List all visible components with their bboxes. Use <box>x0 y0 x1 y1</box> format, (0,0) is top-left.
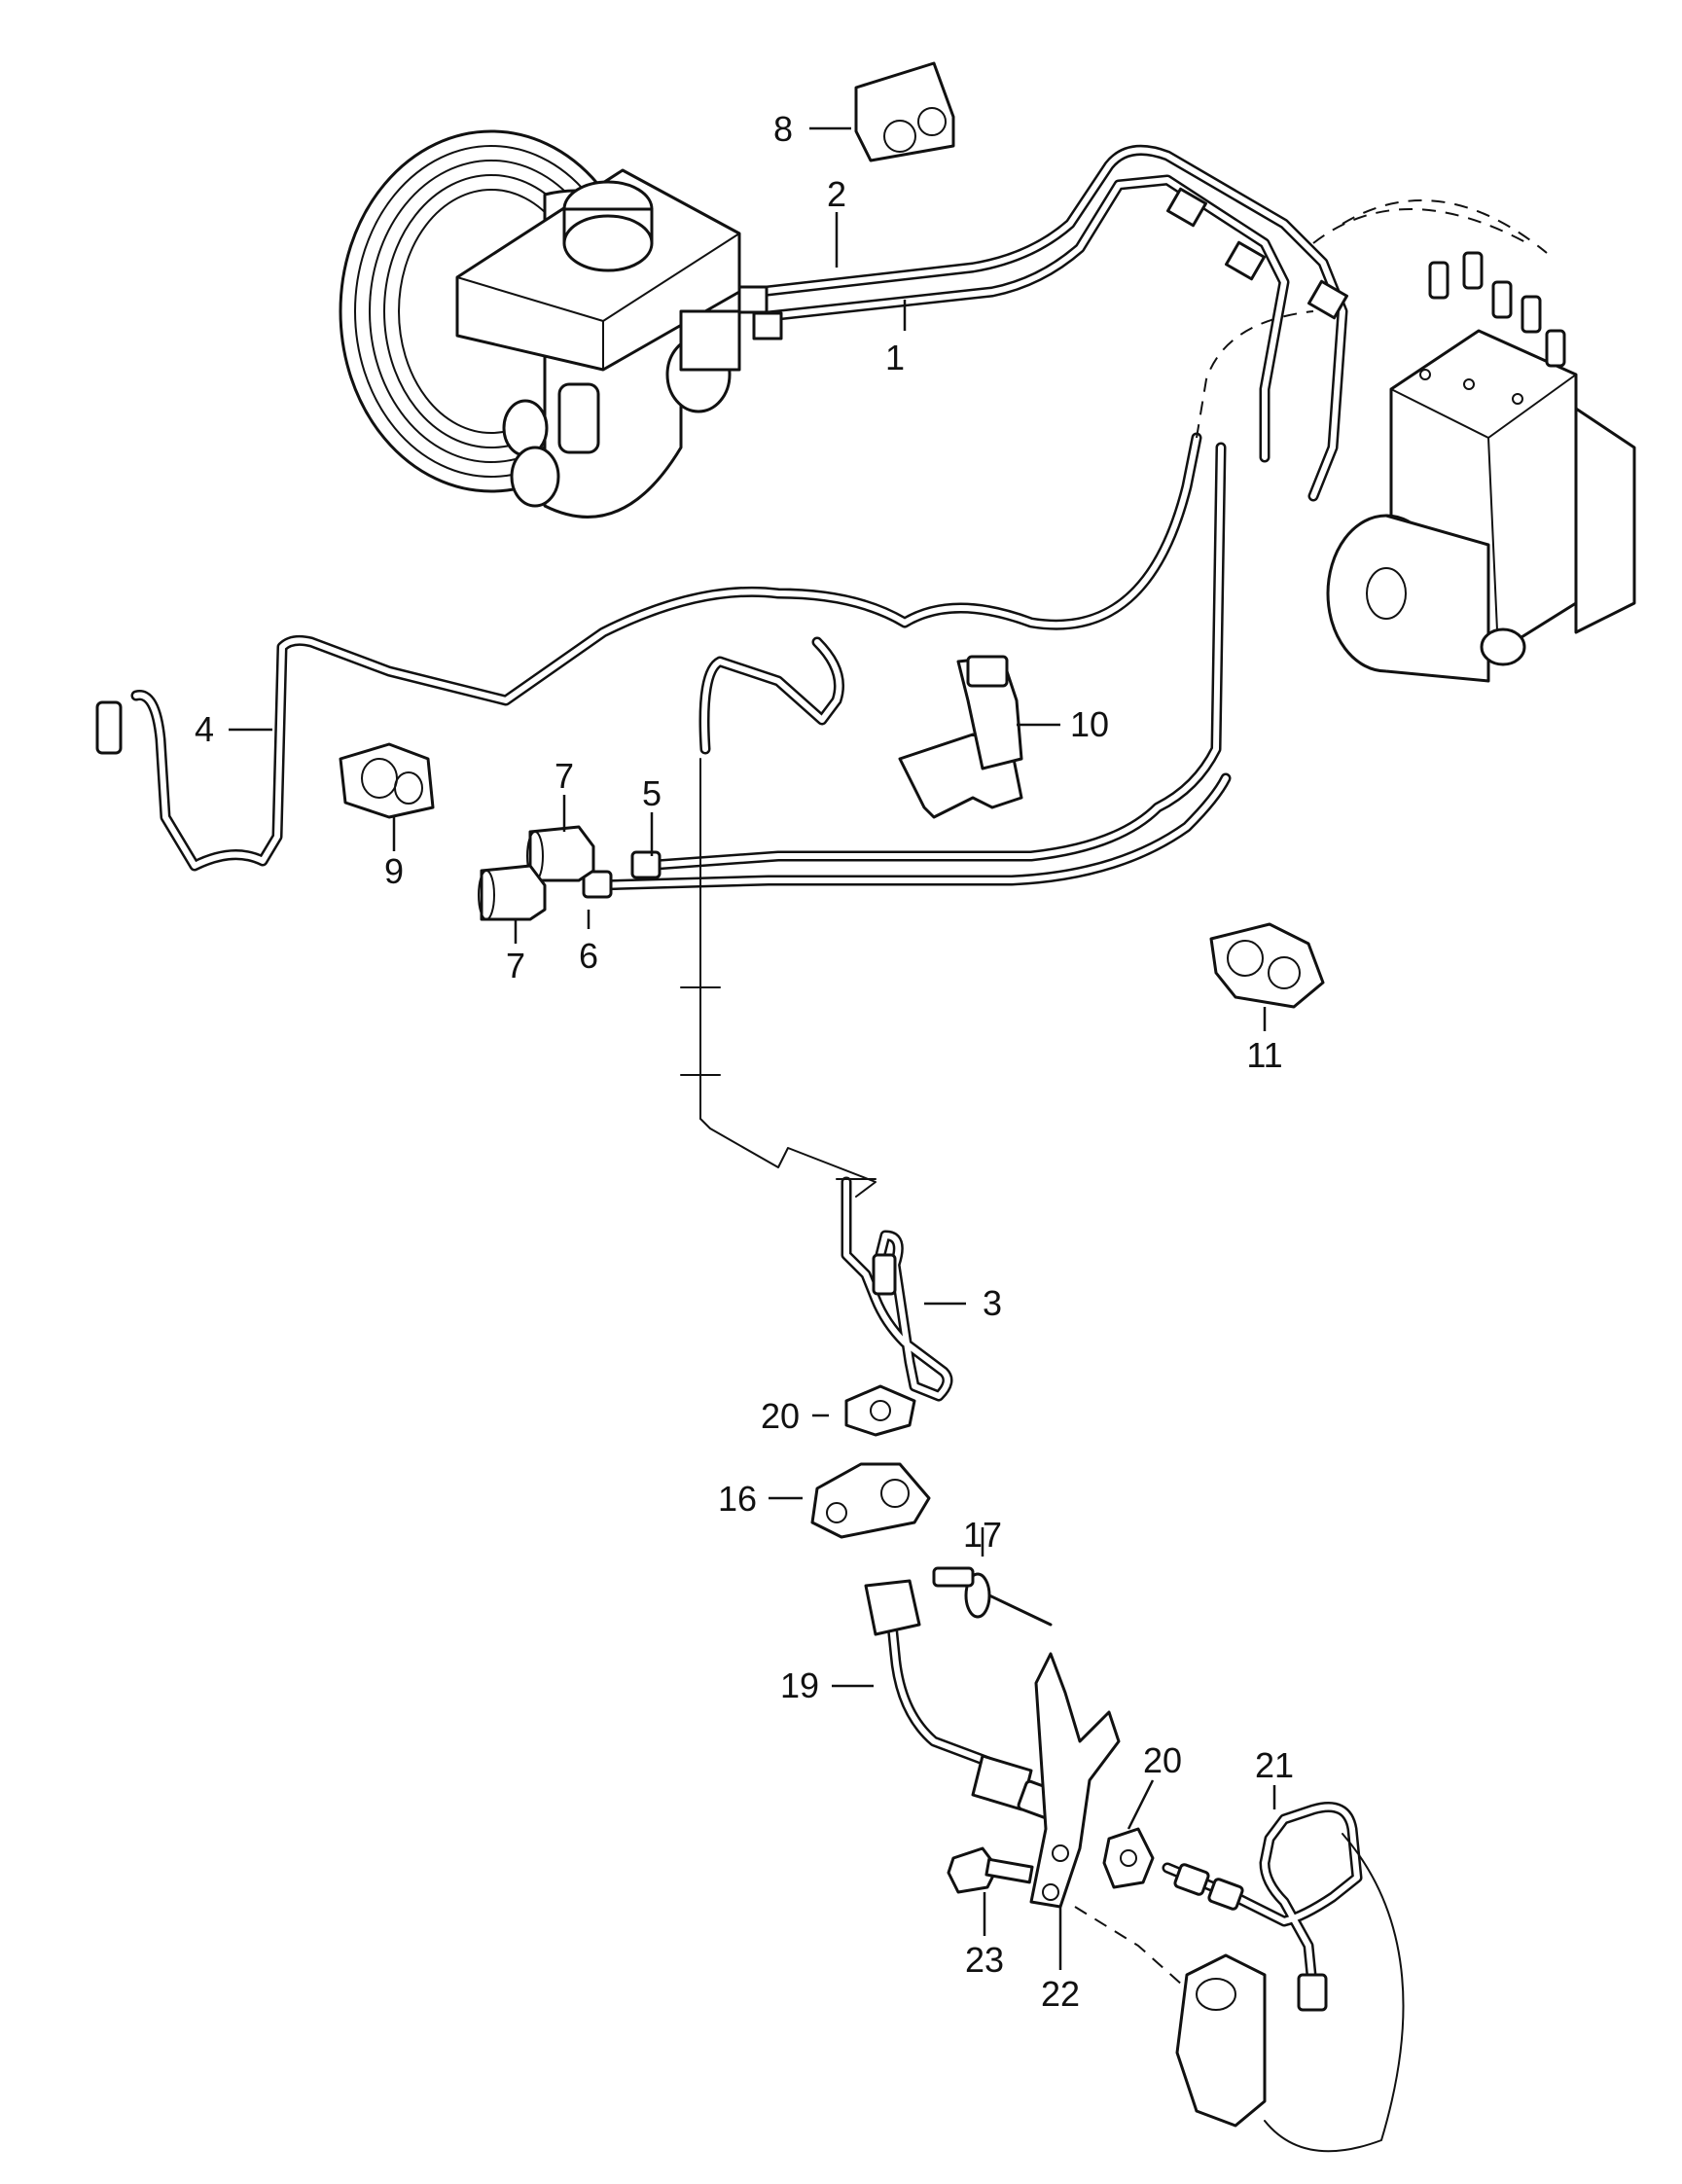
retaining-clip-20-upper <box>844 1384 916 1437</box>
brake-lines-5-6 <box>582 442 1232 899</box>
pipe-clip-8 <box>854 61 955 162</box>
callout-19: 19 <box>780 1665 819 1705</box>
retaining-clip-20-lower <box>1102 1827 1155 1889</box>
brake-caliper <box>1074 1833 1405 2153</box>
callout-22: 22 <box>1041 1974 1080 2014</box>
callout-5: 5 <box>642 773 662 813</box>
brake-hose-19 <box>864 1579 1059 1820</box>
callout-labels: 1 2 3 4 5 6 7 7 8 9 10 11 16 17 19 20 20… <box>195 109 1294 2014</box>
brake-line-4 <box>95 310 1314 872</box>
callout-16: 16 <box>718 1479 757 1519</box>
callout-20-upper: 20 <box>761 1396 800 1436</box>
brake-lines-1-2 <box>737 144 1348 502</box>
callout-20-lower: 20 <box>1143 1740 1182 1780</box>
brake-line-3 <box>680 758 953 1402</box>
pipe-clip-9 <box>339 742 435 819</box>
callout-6: 6 <box>579 936 598 976</box>
abs-hydraulic-unit <box>1326 329 1636 683</box>
callout-23: 23 <box>965 1940 1004 1980</box>
callout-4: 4 <box>195 709 214 749</box>
brake-line-21 <box>1162 1802 1363 2012</box>
bolt-23 <box>947 1846 1034 1894</box>
sealing-caps-7 <box>478 825 595 921</box>
bracket-22 <box>1029 1652 1121 1909</box>
abs-union-fittings <box>1312 199 1566 368</box>
bracket-16 <box>810 1462 931 1539</box>
callout-9: 9 <box>384 851 404 891</box>
callout-11: 11 <box>1246 1035 1282 1075</box>
callout-7-lower: 7 <box>506 946 525 985</box>
callout-3: 3 <box>983 1283 1002 1323</box>
callout-7-upper: 7 <box>555 756 574 796</box>
pipe-clip-11 <box>1209 922 1325 1009</box>
callout-1: 1 <box>885 338 905 377</box>
callout-10: 10 <box>1070 704 1109 744</box>
callout-21: 21 <box>1255 1745 1294 1785</box>
rivet-17 <box>932 1566 1053 1627</box>
callout-leaders <box>229 126 1276 1970</box>
callout-17: 17 <box>963 1515 1002 1555</box>
callout-2: 2 <box>827 174 846 214</box>
callout-8: 8 <box>773 109 793 149</box>
bracket-10 <box>898 655 1023 819</box>
